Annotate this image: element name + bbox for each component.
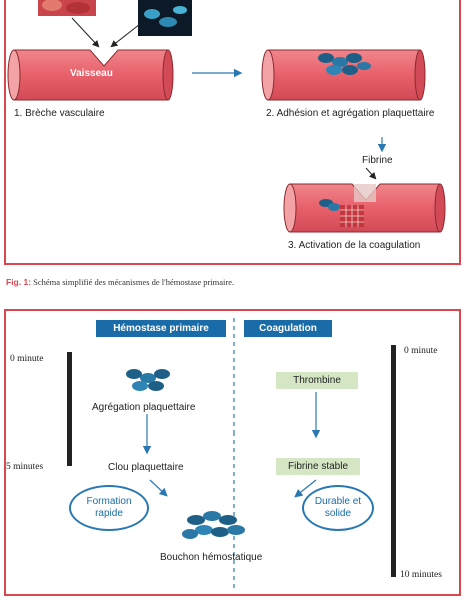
caption-text: Schéma simplifié des mécanismes de l'hém…	[33, 277, 235, 287]
durable-oval: Durable et solide	[302, 485, 374, 531]
time-left-end: 5 minutes	[6, 462, 44, 472]
vessel-3	[283, 183, 446, 233]
figure2-frame	[4, 309, 461, 596]
step2-label: 2. Adhésion et agrégation plaquettaire	[266, 108, 435, 119]
header-coagulation: Coagulation	[244, 320, 332, 337]
clot	[319, 199, 364, 227]
formation-text: Formation rapide	[86, 496, 132, 519]
time-left-start: 0 minute	[10, 354, 44, 364]
aggregation-label: Agrégation plaquettaire	[92, 402, 196, 413]
durable-text: Durable et solide	[314, 496, 362, 519]
header-hemostase: Hémostase primaire	[96, 320, 226, 337]
thrombine-box: Thrombine	[276, 372, 358, 389]
platelet-cluster-1	[318, 53, 371, 75]
fibrine-arrow	[365, 167, 377, 180]
vessel-1	[7, 49, 174, 101]
figure1-caption: Fig. 1: Schéma simplifié des mécanismes …	[6, 277, 234, 287]
fibrine-stable-box: Fibrine stable	[276, 458, 360, 475]
time-right-start: 0 minute	[404, 346, 438, 356]
fibrine-label: Fibrine	[362, 155, 393, 166]
time-right-end: 10 minutes	[400, 570, 442, 580]
time-bar-left	[67, 352, 72, 466]
step3-label: 3. Activation de la coagulation	[288, 240, 421, 251]
clou-label: Clou plaquettaire	[108, 462, 184, 473]
step1-label: 1. Brèche vasculaire	[14, 108, 105, 119]
figure1-frame	[4, 0, 461, 265]
time-bar-right	[391, 345, 396, 577]
figure1-diagram	[7, 0, 446, 233]
caption-prefix: Fig. 1:	[6, 277, 32, 287]
formation-oval: Formation rapide	[69, 485, 149, 531]
vessel-label: Vaisseau	[70, 68, 113, 79]
vessel-2	[261, 49, 426, 101]
bouchon-label: Bouchon hémostatique	[160, 552, 263, 563]
